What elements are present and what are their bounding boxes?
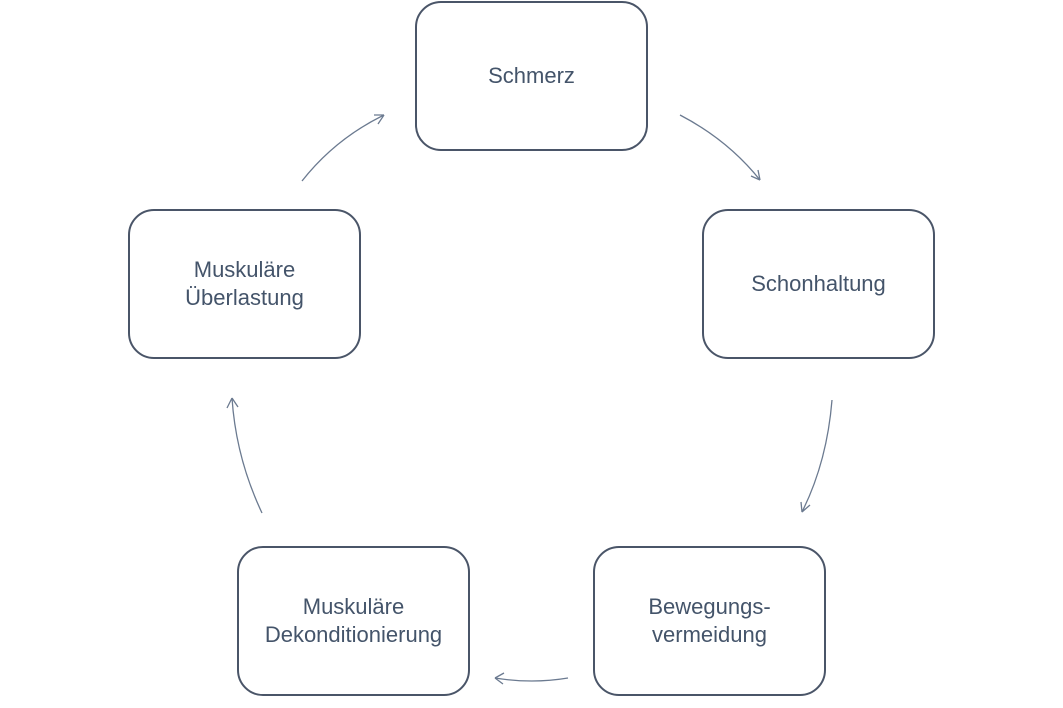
arrow-bewegungsvermeidung-to-dekonditionierung <box>494 672 569 685</box>
node-label-line-1: Bewegungs- <box>648 594 771 619</box>
arrow-schmerz-to-schonhaltung <box>679 114 761 181</box>
node-dekonditionierung: Muskuläre Dekonditionierung <box>237 546 470 696</box>
node-label-line-1: Muskuläre <box>193 257 296 282</box>
node-label-line-2: Überlastung <box>185 285 304 310</box>
node-label: Schonhaltung <box>751 271 886 296</box>
node-label-line-2: vermeidung <box>652 622 767 647</box>
node-label: Schmerz <box>488 63 575 88</box>
node-label-line-2: Dekonditionierung <box>264 622 443 647</box>
arrow-dekonditionierung-to-ueberlastung <box>226 397 263 514</box>
node-ueberlastung: Muskuläre Überlastung <box>128 209 361 359</box>
node-label-line-1: Muskuläre <box>302 594 405 619</box>
arrow-schonhaltung-to-bewegungsvermeidung <box>800 399 833 513</box>
node-schmerz: Schmerz <box>415 1 648 151</box>
node-bewegungsvermeidung: Bewegungs- vermeidung <box>593 546 826 696</box>
arrow-ueberlastung-to-schmerz <box>301 114 385 182</box>
node-schonhaltung: Schonhaltung <box>702 209 935 359</box>
